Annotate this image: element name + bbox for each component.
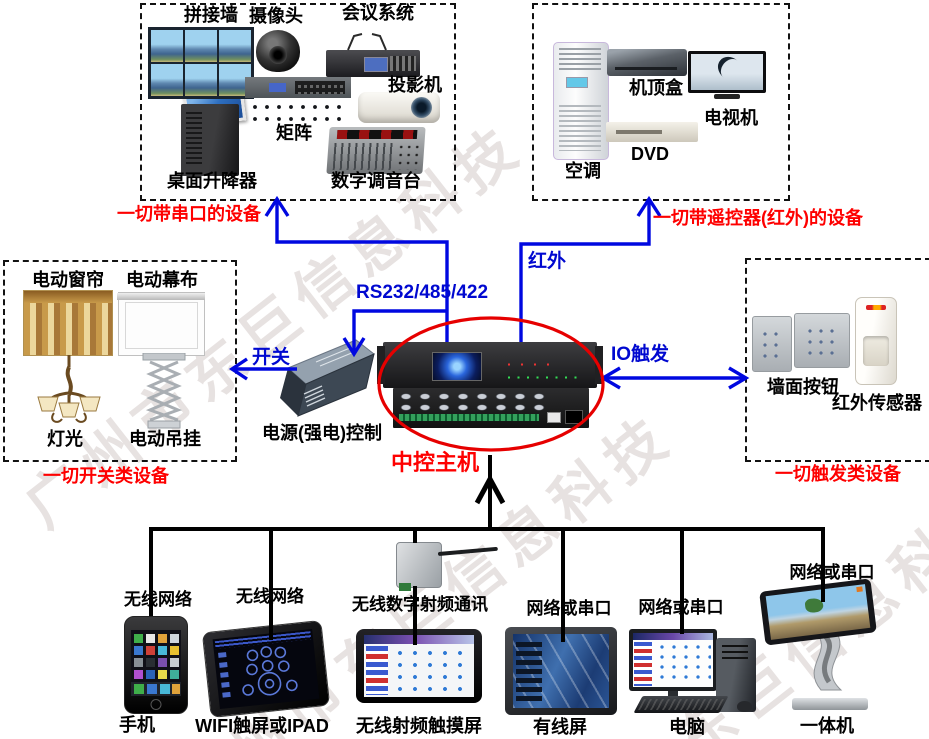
remote-devices-box bbox=[532, 3, 790, 201]
projector-image bbox=[358, 92, 440, 123]
kiosk-label: 一体机 bbox=[800, 716, 854, 736]
wired-screen-label: 有线屏 bbox=[533, 717, 587, 737]
central-controller-bottom-unit bbox=[393, 388, 589, 428]
tv-image bbox=[688, 51, 766, 93]
kiosk-stand-image bbox=[810, 628, 843, 691]
kiosk-base bbox=[792, 698, 868, 710]
conference-label: 会议系统 bbox=[342, 3, 414, 23]
pc-monitor-image bbox=[629, 629, 717, 691]
air-conditioner-image bbox=[553, 42, 609, 160]
net-link-label-3: 网络或串口 bbox=[789, 563, 875, 582]
trigger-devices-box bbox=[745, 258, 929, 462]
rf-comm-link-label: 无线数字射频通讯 bbox=[352, 595, 488, 614]
ir-sensor-label: 红外传感器 bbox=[832, 393, 922, 413]
dvd-player-image bbox=[606, 122, 698, 142]
matrix-label: 矩阵 bbox=[276, 123, 312, 143]
camera-label: 摄像头 bbox=[249, 6, 303, 26]
net-link-label-1: 网络或串口 bbox=[526, 599, 612, 618]
io-link-line bbox=[599, 366, 750, 390]
rf-touch-label: 无线射频触摸屏 bbox=[356, 716, 482, 736]
screen-label: 电动幕布 bbox=[126, 270, 198, 290]
pc-label: 电脑 bbox=[669, 717, 705, 737]
rf-transceiver-image bbox=[396, 542, 498, 591]
dome-camera-image bbox=[256, 30, 300, 72]
desk-lifter-label: 桌面升降器 bbox=[167, 171, 257, 191]
electric-hanger-image bbox=[142, 353, 186, 429]
phone-label: 手机 bbox=[119, 715, 155, 735]
ir-sensor-image bbox=[855, 297, 897, 385]
switch-link-label: 开关 bbox=[251, 347, 291, 368]
infrared-link-label: 红外 bbox=[527, 251, 567, 272]
light-label: 灯光 bbox=[47, 429, 83, 449]
wall-keypad-small bbox=[752, 316, 792, 372]
trigger-category-label: 一切触发类设备 bbox=[775, 464, 901, 484]
set-top-box-image bbox=[607, 49, 687, 76]
tablet-buttons bbox=[218, 646, 298, 698]
electric-curtain-image bbox=[23, 290, 113, 356]
host-label: 中控主机 bbox=[390, 450, 480, 475]
desk-lifter-image bbox=[181, 104, 239, 176]
matrix-image bbox=[245, 77, 351, 123]
phone-screen bbox=[131, 630, 181, 696]
wifi-link-label-2: 无线网络 bbox=[236, 587, 304, 606]
host-highlight-ellipse bbox=[377, 316, 605, 452]
power-link-line bbox=[228, 309, 447, 381]
tv-stand bbox=[714, 94, 740, 99]
bus-lines bbox=[149, 455, 825, 645]
dvd-label: DVD bbox=[630, 144, 670, 164]
video-wall-image bbox=[148, 27, 254, 99]
wall-keypad-large bbox=[794, 313, 850, 368]
central-controller-top-unit bbox=[377, 342, 603, 388]
chandelier-image bbox=[37, 355, 101, 423]
wifi-link-label-1: 无线网络 bbox=[124, 590, 192, 609]
pc-mouse-image bbox=[737, 701, 752, 712]
phone-image bbox=[124, 616, 188, 714]
power-ctrl-label: 电源(强电)控制 bbox=[262, 423, 382, 443]
net-link-label-2: 网络或串口 bbox=[638, 598, 724, 617]
switch-devices-box bbox=[3, 260, 237, 462]
curtain-label: 电动窗帘 bbox=[32, 270, 104, 290]
projection-screen-image bbox=[117, 292, 206, 356]
mixer-label: 数字调音台 bbox=[331, 171, 421, 191]
switch-category-label: 一切开关类设备 bbox=[43, 466, 169, 486]
io-link-label: IO触发 bbox=[610, 344, 670, 365]
serial-devices-box bbox=[140, 3, 456, 201]
video-wall-label: 拼接墙 bbox=[184, 5, 238, 25]
mic-goosenecks bbox=[347, 33, 387, 51]
projector-label: 投影机 bbox=[388, 75, 442, 95]
wall-button-label: 墙面按钮 bbox=[767, 377, 839, 397]
aircon-label: 空调 bbox=[565, 161, 601, 181]
tablet-label: WIFI触屏或IPAD bbox=[195, 716, 329, 736]
tablet-image bbox=[201, 619, 331, 719]
wired-screen-image bbox=[505, 627, 617, 715]
remote-category-label: 一切带遥控器(红外)的设备 bbox=[653, 208, 863, 228]
conference-system-image bbox=[326, 33, 420, 77]
serial-category-label: 一切带串口的设备 bbox=[117, 204, 261, 224]
rs232-link-label: RS232/485/422 bbox=[355, 282, 489, 303]
stb-label: 机顶盒 bbox=[629, 78, 683, 98]
serial-link-line bbox=[264, 195, 449, 342]
tv-label: 电视机 bbox=[704, 108, 758, 128]
rf-touchscreen-image bbox=[356, 629, 482, 703]
ir-link-line bbox=[519, 195, 662, 342]
hanger-label: 电动吊挂 bbox=[129, 429, 201, 449]
